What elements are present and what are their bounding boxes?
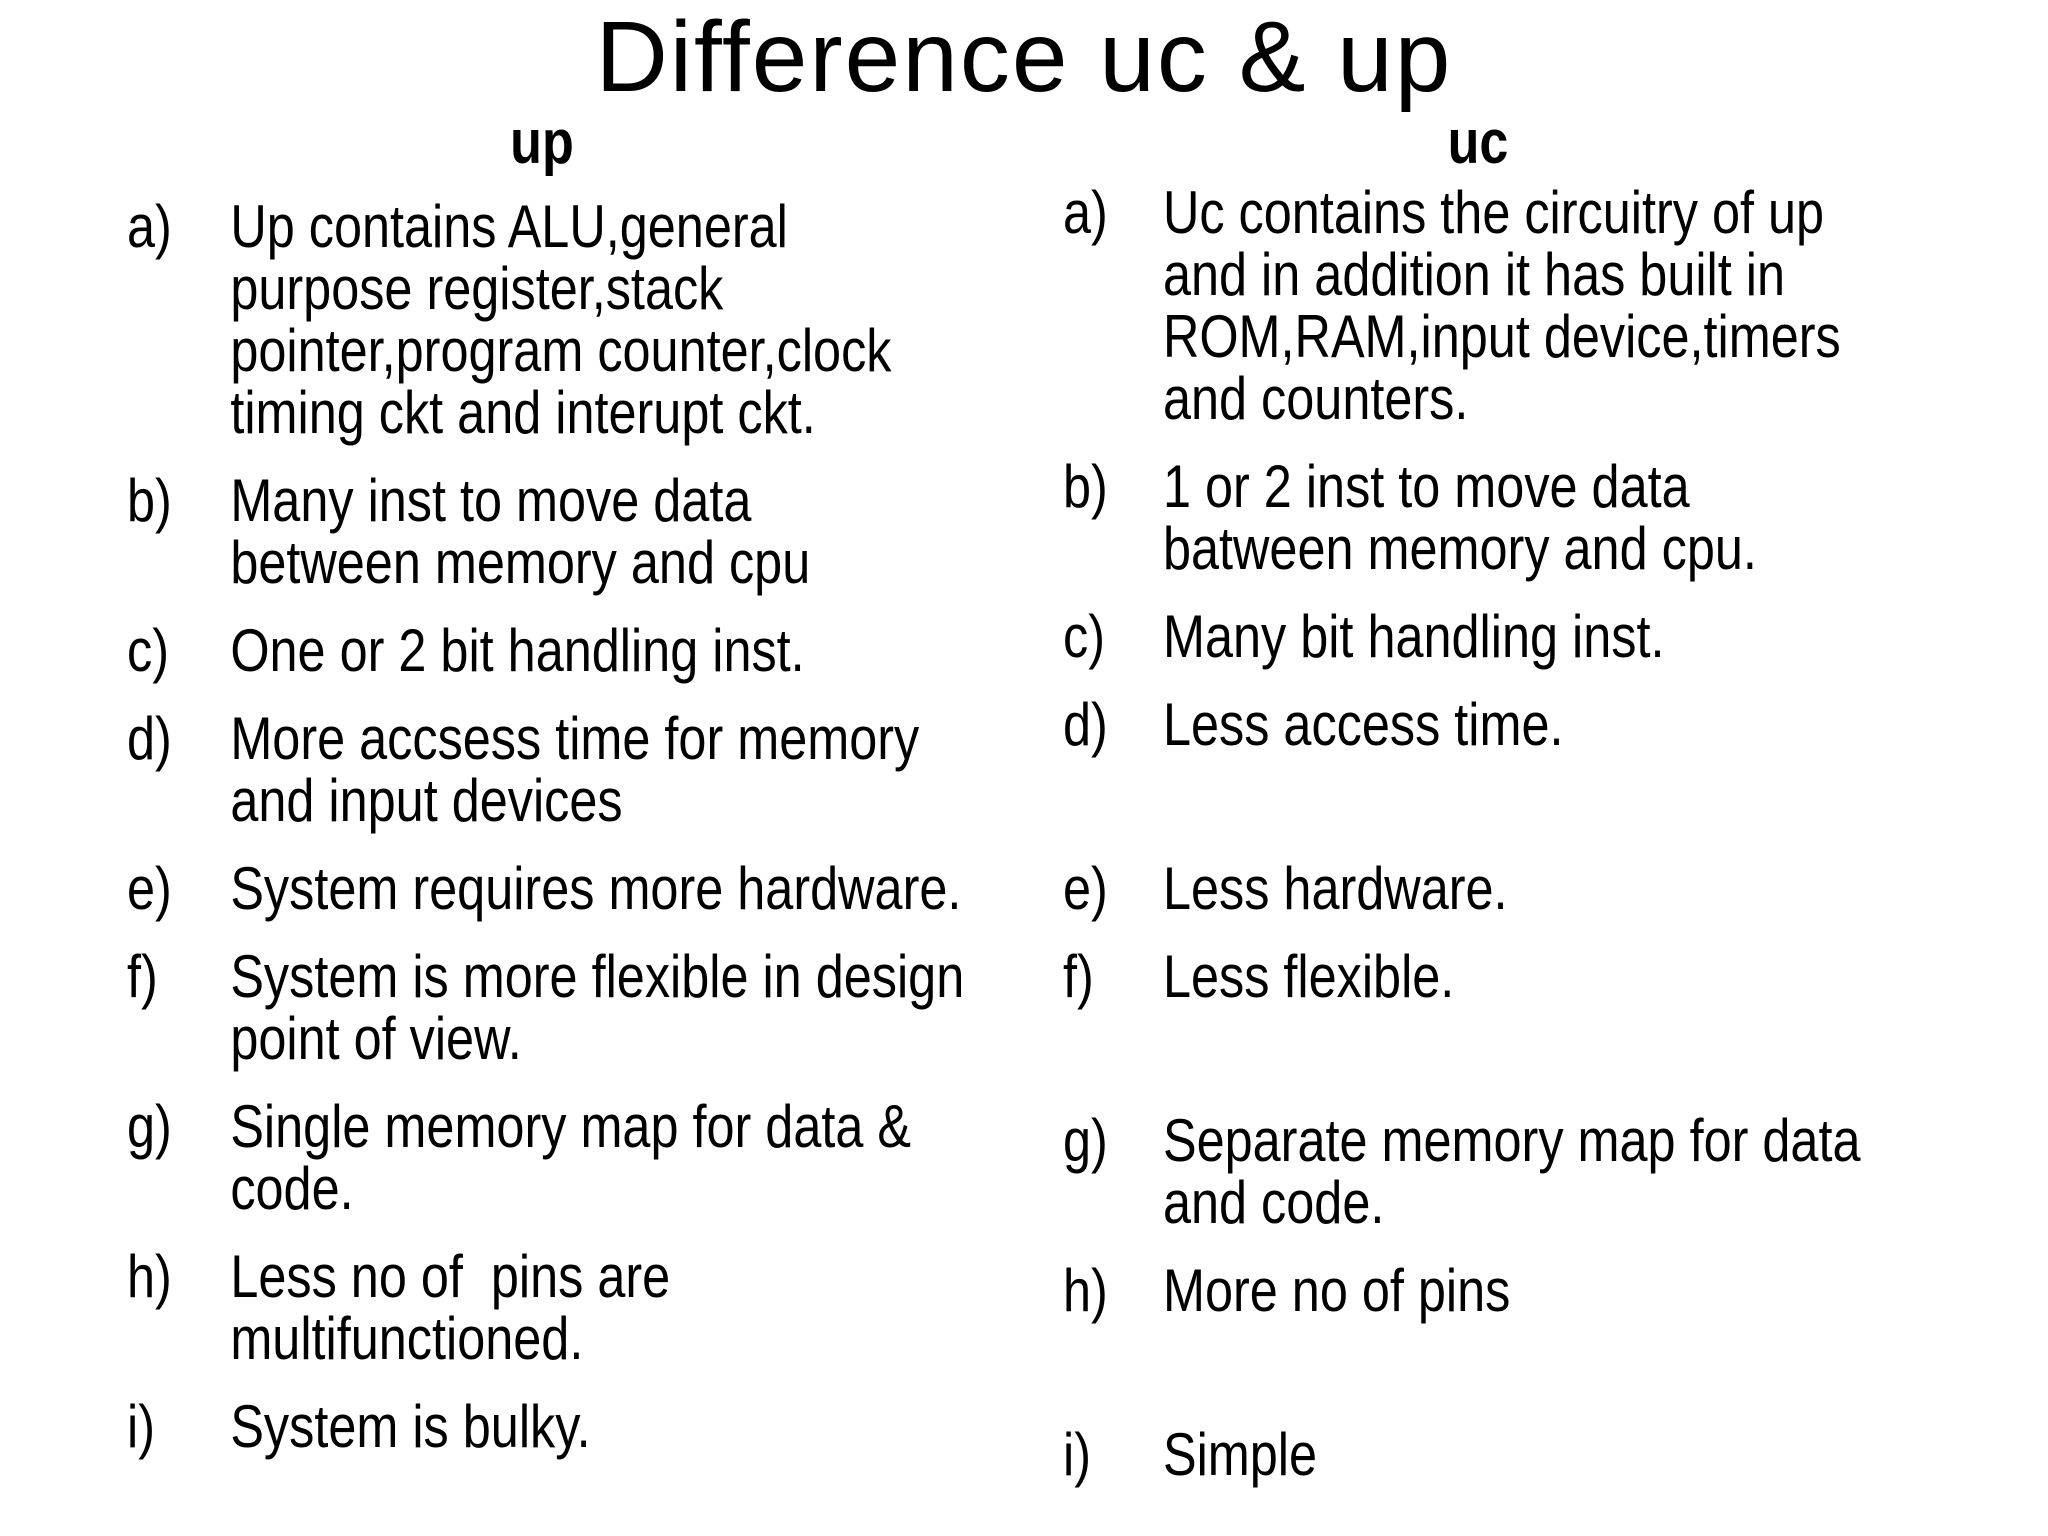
- item-text: More no of pins: [1162, 1257, 1511, 1324]
- item-label: c): [1063, 603, 1105, 670]
- item-text: Less flexible.: [1162, 943, 1455, 1010]
- column-header-uc: uc: [1447, 108, 1509, 177]
- item-label: b): [127, 467, 172, 534]
- item-label: d): [1063, 691, 1108, 758]
- list-item: e) Less hardware.: [1063, 858, 1886, 920]
- item-text: System requires more hardware.: [230, 855, 962, 922]
- list-item: a) Uc contains the circuitry of up and i…: [1063, 182, 1886, 430]
- column-up-list: a) Up contains ALU,general purpose regis…: [127, 196, 967, 1484]
- list-item: i) System is bulky.: [127, 1396, 967, 1458]
- column-uc-list: a) Uc contains the circuitry of up and i…: [1063, 182, 1886, 1512]
- item-label: i): [1063, 1421, 1091, 1488]
- list-item: f) System is more flexible in design poi…: [127, 946, 967, 1070]
- item-label: a): [127, 193, 172, 260]
- item-text: One or 2 bit handling inst.: [230, 617, 805, 684]
- list-item: g) Separate memory map for data and code…: [1063, 1110, 1886, 1234]
- item-label: c): [127, 617, 169, 684]
- item-text: Up contains ALU,general purpose register…: [230, 193, 892, 446]
- item-text: Separate memory map for data and code.: [1162, 1107, 1861, 1236]
- item-label: i): [127, 1393, 155, 1460]
- list-item: d) More accsess time for memory and inpu…: [127, 708, 967, 832]
- list-item: g) Single memory map for data & code.: [127, 1096, 967, 1220]
- item-text: System is bulky.: [230, 1393, 591, 1460]
- list-item: h) More no of pins: [1063, 1260, 1886, 1322]
- item-text: 1 or 2 inst to move data batween memory …: [1162, 453, 1757, 582]
- list-item: c) Many bit handling inst.: [1063, 606, 1886, 668]
- column-header-up: up: [510, 108, 574, 177]
- item-label: g): [127, 1093, 172, 1160]
- item-text: System is more flexible in design point …: [230, 943, 965, 1072]
- list-item: f) Less flexible.: [1063, 946, 1886, 1008]
- item-label: f): [1063, 943, 1094, 1010]
- item-label: e): [127, 855, 172, 922]
- item-text: Uc contains the circuitry of up and in a…: [1162, 179, 1841, 432]
- item-label: b): [1063, 453, 1108, 520]
- item-label: e): [1063, 855, 1108, 922]
- item-text: Many bit handling inst.: [1162, 603, 1665, 670]
- list-item: h) Less no of pins are multifunctioned.: [127, 1246, 967, 1370]
- slide-title: Difference uc & up: [595, 1, 1453, 113]
- item-text: Less hardware.: [1162, 855, 1508, 922]
- item-text: Less access time.: [1162, 691, 1564, 758]
- item-label: h): [127, 1243, 172, 1310]
- item-label: g): [1063, 1107, 1108, 1174]
- item-text: More accsess time for memory and input d…: [230, 705, 920, 834]
- list-item: a) Up contains ALU,general purpose regis…: [127, 196, 967, 444]
- item-text: Less no of pins are multifunctioned.: [230, 1243, 671, 1372]
- item-label: h): [1063, 1257, 1108, 1324]
- item-label: d): [127, 705, 172, 772]
- item-text: Many inst to move data between memory an…: [230, 467, 811, 596]
- item-text: Simple: [1162, 1421, 1318, 1488]
- list-item: i) Simple: [1063, 1424, 1886, 1486]
- list-item: c) One or 2 bit handling inst.: [127, 620, 967, 682]
- item-label: f): [127, 943, 158, 1010]
- list-item: b) Many inst to move data between memory…: [127, 470, 967, 594]
- list-item: e) System requires more hardware.: [127, 858, 967, 920]
- list-item: b) 1 or 2 inst to move data batween memo…: [1063, 456, 1886, 580]
- item-text: Single memory map for data & code.: [230, 1093, 912, 1222]
- item-label: a): [1063, 179, 1108, 246]
- list-item: d) Less access time.: [1063, 694, 1886, 756]
